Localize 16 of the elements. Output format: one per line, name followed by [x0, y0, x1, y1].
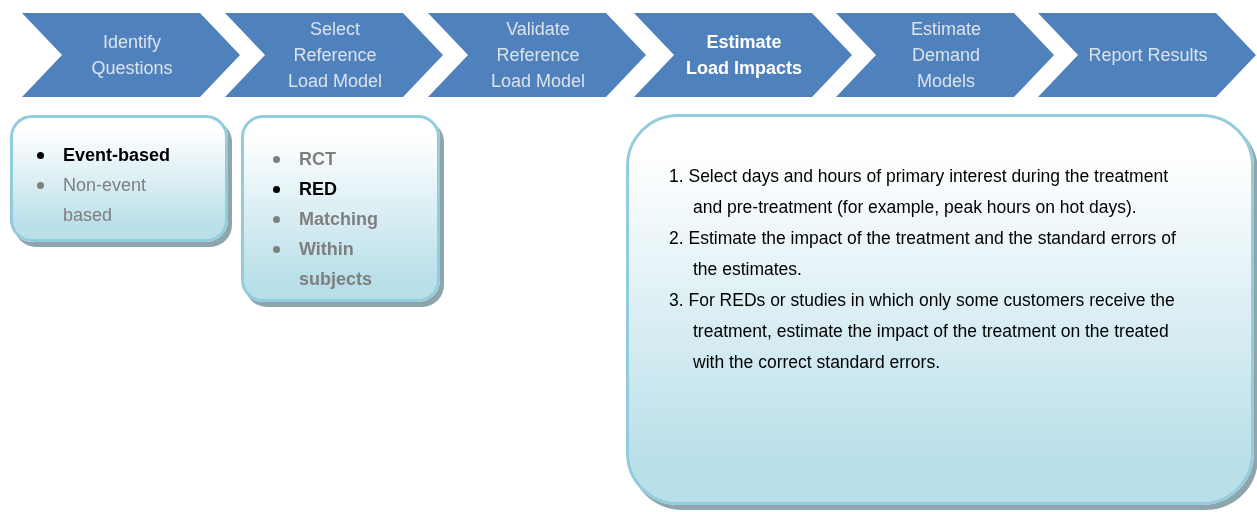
list-item: Matching [299, 209, 378, 229]
list-item: 1. Select days and hours of primary interest during the treatment and pre-treatment (for example, peak hours on hot days). [669, 165, 1169, 219]
list-item: 3. For REDs or studies in which only some customers receive the treatment, estimate the impact of the treatment on the treated with the correct standard errors. [669, 289, 1176, 374]
list-item: RCT [299, 149, 336, 169]
list-item: Non-event based [63, 175, 147, 225]
step-label: Select Reference Load Model [286, 18, 384, 93]
step-label: Report Results [1088, 44, 1208, 67]
step-label: Validate Reference Load Model [489, 18, 587, 93]
step-label: Identify Questions [90, 31, 174, 80]
list-item: RED [299, 179, 337, 199]
list-item: Within subjects [299, 239, 373, 289]
process-step [1038, 13, 1256, 97]
step-label: Estimate Load Impacts [685, 31, 803, 80]
step-label: Estimate Demand Models [910, 18, 982, 93]
list-item: Event-based [63, 145, 171, 165]
list-item: 2. Estimate the impact of the treatment and the standard errors of the estimates. [669, 227, 1177, 281]
